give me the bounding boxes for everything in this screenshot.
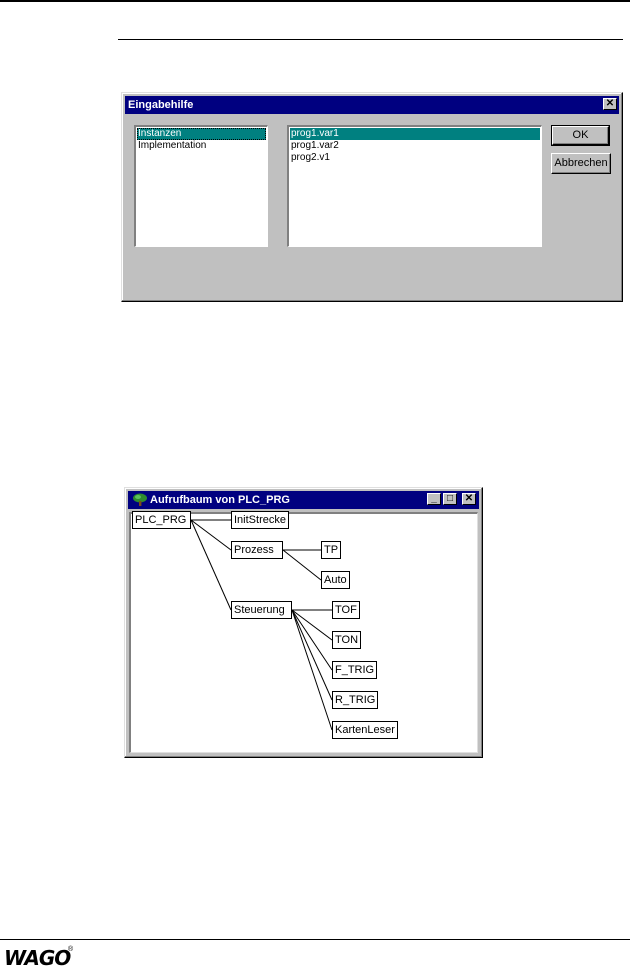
edge-steuerung-ton — [291, 609, 333, 641]
tree-node-initstrecke[interactable]: InitStrecke — [231, 511, 289, 529]
footer-rule — [0, 939, 630, 940]
tree-node-tp[interactable]: TP — [321, 541, 342, 559]
edge-steuerung-kartenleser — [291, 609, 333, 731]
call-tree-connectors — [190, 519, 333, 731]
edge-plc-steuerung — [190, 519, 232, 611]
list-item-implementation[interactable]: Implementation — [138, 140, 207, 151]
maximize-icon[interactable]: □ — [443, 493, 457, 505]
tree-node-prozess[interactable]: Prozess — [231, 541, 283, 559]
tree-node-tof[interactable]: TOF — [332, 601, 360, 619]
tree-node-r-trig[interactable]: R_TRIG — [332, 691, 379, 709]
edge-steuerung-ftrig — [291, 609, 333, 671]
list-item-prog2-v1[interactable]: prog2.v1 — [291, 152, 330, 163]
edge-plc-prozess — [190, 519, 232, 551]
variable-list[interactable]: prog1.var1 prog1.var2 prog2.v1 — [287, 125, 542, 247]
list-item-prog1-var2[interactable]: prog1.var2 — [291, 140, 339, 151]
tree-node-kartenleser[interactable]: KartenLeser — [332, 721, 398, 739]
registered-mark: ® — [68, 946, 74, 953]
input-assistant-dialog: Eingabehilfe ✕ Instanzen Implementation … — [121, 92, 623, 302]
tree-window-titlebar: Aufrufbaum von PLC_PRG _ □ ✕ — [128, 491, 479, 509]
category-list[interactable]: Instanzen Implementation — [134, 125, 268, 247]
tree-node-auto[interactable]: Auto — [321, 571, 350, 589]
wago-logo: WAGO ® — [4, 946, 74, 970]
ok-button[interactable]: OK — [551, 125, 610, 146]
call-tree-canvas: PLC_PRG InitStrecke Prozess TP Auto Steu… — [129, 511, 478, 753]
edge-steuerung-rtrig — [291, 609, 333, 701]
call-tree-window: Aufrufbaum von PLC_PRG _ □ ✕ PLC_PRG Ini… — [124, 487, 483, 758]
edge-prozess-auto — [282, 549, 322, 581]
minimize-icon[interactable]: _ — [427, 493, 441, 505]
tree-node-ton[interactable]: TON — [332, 631, 362, 649]
list-item-instanzen[interactable]: Instanzen — [137, 128, 266, 140]
list-item-prog1-var1[interactable]: prog1.var1 — [290, 128, 540, 140]
tree-node-plc-prg[interactable]: PLC_PRG — [132, 511, 191, 529]
call-tree-icon — [133, 493, 147, 506]
dialog-title: Eingabehilfe — [128, 99, 194, 111]
header-rule — [118, 39, 623, 40]
tree-window-title: Aufrufbaum von PLC_PRG — [150, 494, 290, 506]
close-icon[interactable]: ✕ — [603, 98, 617, 110]
cancel-button[interactable]: Abbrechen — [551, 153, 611, 174]
tree-node-steuerung[interactable]: Steuerung — [231, 601, 292, 619]
tree-node-f-trig[interactable]: F_TRIG — [332, 661, 378, 679]
close-icon[interactable]: ✕ — [462, 493, 476, 505]
page-top-rule — [0, 0, 630, 2]
dialog-titlebar: Eingabehilfe ✕ — [125, 96, 619, 114]
logo-text: WAGO — [4, 946, 71, 970]
